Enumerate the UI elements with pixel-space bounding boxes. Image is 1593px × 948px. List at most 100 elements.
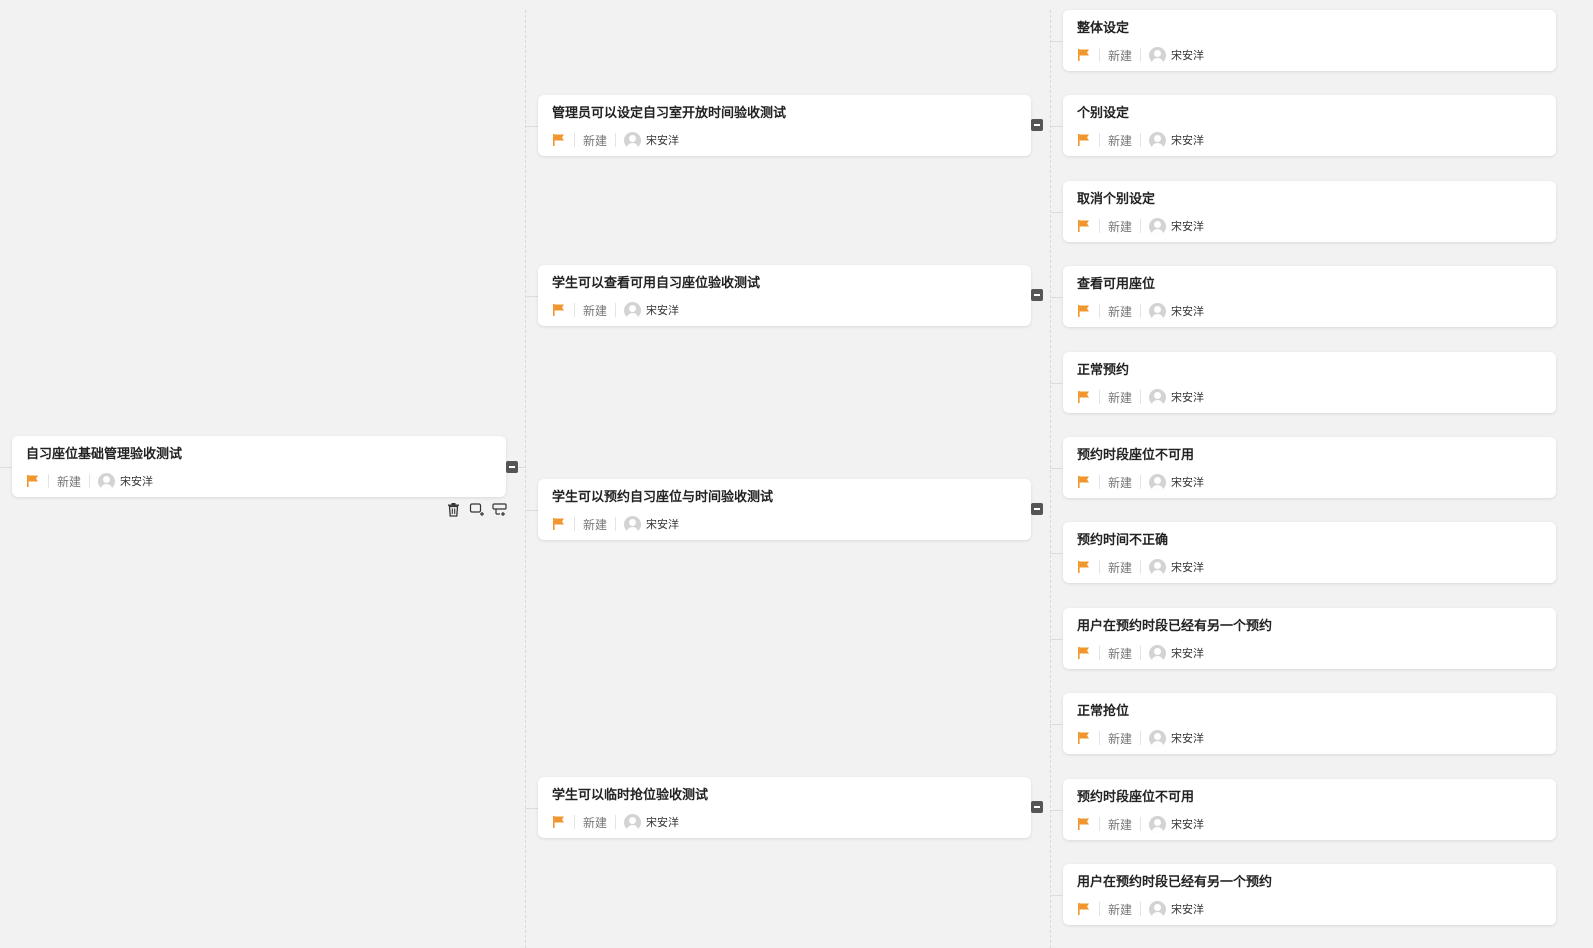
level2-node[interactable]: 整体设定 新建 宋安洋 — [1063, 10, 1556, 71]
divider — [1099, 219, 1100, 233]
priority-flag-icon[interactable] — [1077, 902, 1091, 916]
priority-flag-icon[interactable] — [1077, 48, 1091, 62]
owner-name[interactable]: 宋安洋 — [1171, 561, 1205, 574]
priority-flag-icon[interactable] — [1077, 133, 1091, 147]
collapse-minus-icon[interactable] — [506, 461, 518, 473]
node-title[interactable]: 预约时段座位不可用 — [1077, 790, 1195, 805]
level2-node[interactable]: 正常抢位 新建 宋安洋 — [1063, 693, 1556, 754]
priority-flag-icon[interactable] — [552, 815, 566, 829]
node-title[interactable]: 学生可以临时抢位验收测试 — [552, 788, 709, 803]
owner-name[interactable]: 宋安洋 — [646, 518, 680, 531]
owner-name[interactable]: 宋安洋 — [1171, 732, 1205, 745]
owner-name[interactable]: 宋安洋 — [1171, 476, 1205, 489]
divider — [1140, 902, 1142, 916]
node-meta: 新建 宋安洋 — [1077, 473, 1542, 491]
add-child-icon[interactable] — [469, 502, 484, 517]
priority-flag-icon[interactable] — [1077, 390, 1091, 404]
level2-node[interactable]: 取消个别设定 新建 宋安洋 — [1063, 181, 1556, 242]
status-label[interactable]: 新建 — [583, 815, 608, 830]
status-label[interactable]: 新建 — [1108, 219, 1133, 234]
node-title[interactable]: 正常预约 — [1077, 363, 1130, 378]
user-avatar-icon — [1149, 131, 1167, 149]
status-label[interactable]: 新建 — [583, 133, 608, 148]
priority-flag-icon[interactable] — [552, 303, 566, 317]
level1-node[interactable]: 学生可以预约自习座位与时间验收测试 新建 宋安洋 — [538, 479, 1031, 540]
owner-name[interactable]: 宋安洋 — [1171, 903, 1205, 916]
node-title[interactable]: 取消个别设定 — [1077, 192, 1156, 207]
owner-name[interactable]: 宋安洋 — [1171, 220, 1205, 233]
priority-flag-icon[interactable] — [552, 133, 566, 147]
user-avatar-icon — [624, 301, 642, 319]
owner-name[interactable]: 宋安洋 — [1171, 134, 1205, 147]
level2-node[interactable]: 正常预约 新建 宋安洋 — [1063, 352, 1556, 413]
level2-node[interactable]: 查看可用座位 新建 宋安洋 — [1063, 266, 1556, 327]
status-label[interactable]: 新建 — [1108, 560, 1133, 575]
owner-name[interactable]: 宋安洋 — [1171, 818, 1205, 831]
status-label[interactable]: 新建 — [1108, 646, 1133, 661]
user-avatar-icon — [1149, 388, 1167, 406]
collapse-minus-icon[interactable] — [1031, 801, 1043, 813]
status-label[interactable]: 新建 — [1108, 390, 1133, 405]
level2-node[interactable]: 用户在预约时段已经有另一个预约 新建 宋安洋 — [1063, 864, 1556, 925]
node-title[interactable]: 预约时间不正确 — [1077, 533, 1169, 548]
trash-icon[interactable] — [446, 502, 461, 517]
owner-name[interactable]: 宋安洋 — [1171, 391, 1205, 404]
node-title[interactable]: 自习座位基础管理验收测试 — [26, 447, 183, 462]
node-title[interactable]: 整体设定 — [1077, 21, 1130, 36]
status-label[interactable]: 新建 — [57, 474, 82, 489]
status-label[interactable]: 新建 — [583, 517, 608, 532]
owner-name[interactable]: 宋安洋 — [646, 304, 680, 317]
status-label[interactable]: 新建 — [1108, 133, 1133, 148]
level1-node[interactable]: 学生可以查看可用自习座位验收测试 新建 宋安洋 — [538, 265, 1031, 326]
level2-node[interactable]: 预约时段座位不可用 新建 宋安洋 — [1063, 437, 1556, 498]
root-node[interactable]: 自习座位基础管理验收测试 新建 宋安洋 — [12, 436, 506, 497]
node-meta: 新建 宋安洋 — [1077, 131, 1542, 149]
priority-flag-icon[interactable] — [26, 474, 40, 488]
owner-name[interactable]: 宋安洋 — [646, 134, 680, 147]
user-avatar-icon — [1149, 46, 1167, 64]
leaf-connector — [1050, 724, 1063, 725]
level1-node[interactable]: 学生可以临时抢位验收测试 新建 宋安洋 — [538, 777, 1031, 838]
owner-name[interactable]: 宋安洋 — [1171, 49, 1205, 62]
priority-flag-icon[interactable] — [1077, 731, 1091, 745]
level2-node[interactable]: 个别设定 新建 宋安洋 — [1063, 95, 1556, 156]
node-title[interactable]: 个别设定 — [1077, 106, 1130, 121]
owner-name[interactable]: 宋安洋 — [1171, 305, 1205, 318]
priority-flag-icon[interactable] — [1077, 646, 1091, 660]
level1-node[interactable]: 管理员可以设定自习室开放时间验收测试 新建 宋安洋 — [538, 95, 1031, 156]
owner-name[interactable]: 宋安洋 — [1171, 647, 1205, 660]
collapse-minus-icon[interactable] — [1031, 503, 1043, 515]
node-title[interactable]: 用户在预约时段已经有另一个预约 — [1077, 619, 1273, 634]
status-label[interactable]: 新建 — [1108, 304, 1133, 319]
add-sibling-icon[interactable] — [492, 502, 507, 517]
node-meta: 新建 宋安洋 — [1077, 729, 1542, 747]
node-title[interactable]: 查看可用座位 — [1077, 277, 1156, 292]
node-title[interactable]: 学生可以预约自习座位与时间验收测试 — [552, 490, 774, 505]
node-title[interactable]: 预约时段座位不可用 — [1077, 448, 1195, 463]
status-label[interactable]: 新建 — [1108, 902, 1133, 917]
divider — [1099, 731, 1100, 745]
status-label[interactable]: 新建 — [1108, 48, 1133, 63]
node-title[interactable]: 学生可以查看可用自习座位验收测试 — [552, 276, 761, 291]
priority-flag-icon[interactable] — [552, 517, 566, 531]
status-label[interactable]: 新建 — [1108, 475, 1133, 490]
priority-flag-icon[interactable] — [1077, 560, 1091, 574]
level2-node[interactable]: 用户在预约时段已经有另一个预约 新建 宋安洋 — [1063, 608, 1556, 669]
level2-node[interactable]: 预约时间不正确 新建 宋安洋 — [1063, 522, 1556, 583]
node-title[interactable]: 正常抢位 — [1077, 704, 1130, 719]
status-label[interactable]: 新建 — [583, 303, 608, 318]
level2-node[interactable]: 预约时段座位不可用 新建 宋安洋 — [1063, 779, 1556, 840]
node-toolbar — [446, 502, 507, 517]
owner-name[interactable]: 宋安洋 — [120, 475, 154, 488]
collapse-minus-icon[interactable] — [1031, 119, 1043, 131]
node-title[interactable]: 管理员可以设定自习室开放时间验收测试 — [552, 106, 787, 121]
collapse-minus-icon[interactable] — [1031, 289, 1043, 301]
priority-flag-icon[interactable] — [1077, 304, 1091, 318]
status-label[interactable]: 新建 — [1108, 731, 1133, 746]
priority-flag-icon[interactable] — [1077, 817, 1091, 831]
priority-flag-icon[interactable] — [1077, 219, 1091, 233]
priority-flag-icon[interactable] — [1077, 475, 1091, 489]
owner-name[interactable]: 宋安洋 — [646, 816, 680, 829]
status-label[interactable]: 新建 — [1108, 817, 1133, 832]
node-title[interactable]: 用户在预约时段已经有另一个预约 — [1077, 875, 1273, 890]
